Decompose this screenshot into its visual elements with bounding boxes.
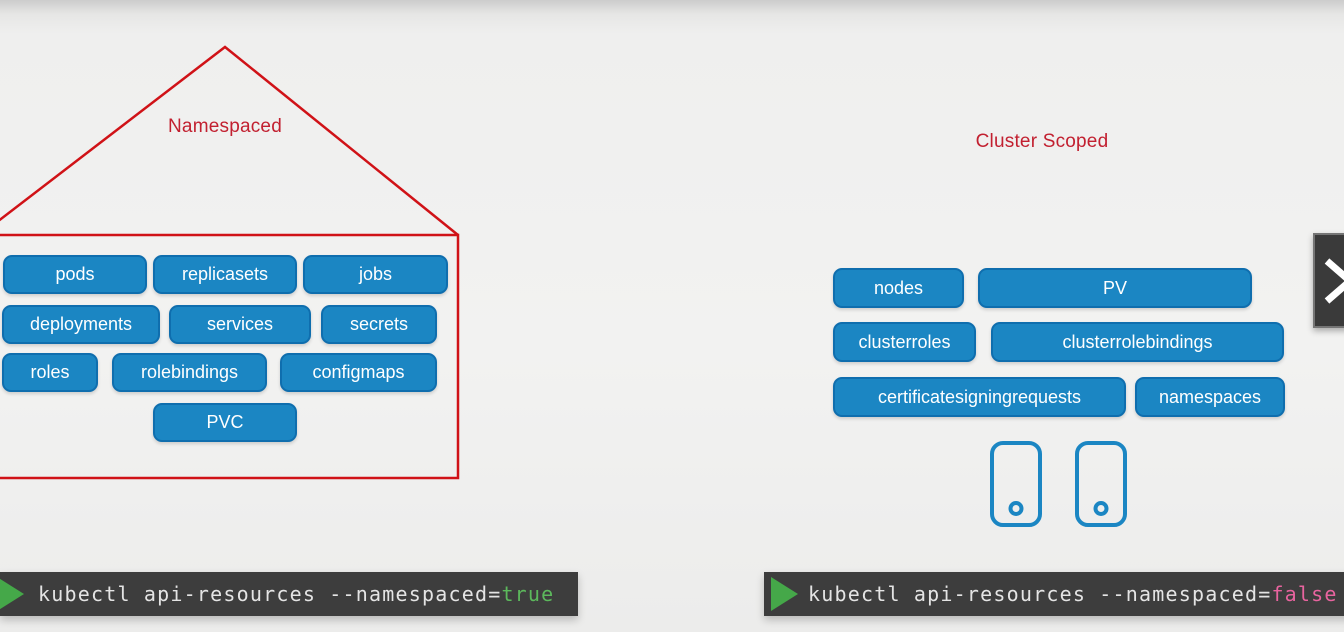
cluster-scoped-title: Cluster Scoped [975,131,1109,152]
resource-pill-secrets: secrets [321,305,437,344]
play-triangle-icon [771,577,798,611]
resource-pill-clusterroles: clusterroles [833,322,976,362]
resource-pill-nodes: nodes [833,268,964,308]
resource-pill-replicasets: replicasets [153,255,297,294]
command-text: kubectl api-resources --namespaced=true [38,572,554,616]
phone-button-dot-icon [1008,501,1024,516]
resource-pill-pvc: PVC [153,403,297,442]
resource-pill-pods: pods [3,255,147,294]
flag-value-true: true [501,582,555,606]
resource-pill-certificatesigningrequests: certificatesigningrequests [833,377,1126,417]
namespaced-house-outline [0,45,460,480]
resource-pill-deployments: deployments [2,305,160,344]
terminal-command-namespaced: kubectl api-resources --namespaced=true [0,572,578,616]
next-slide-button[interactable] [1313,233,1344,328]
phone-icon [990,441,1042,527]
resource-pill-clusterrolebindings: clusterrolebindings [991,322,1284,362]
command-text: kubectl api-resources --namespaced=false [808,572,1338,616]
house-roof-line [0,45,459,236]
resource-pill-roles: roles [2,353,98,392]
phone-button-dot-icon [1093,501,1109,516]
resource-pill-namespaces: namespaces [1135,377,1285,417]
command-prefix: kubectl api-resources --namespaced= [38,582,502,606]
house-body-rect [0,233,460,480]
play-triangle-icon [0,577,24,611]
resource-pill-pv: PV [978,268,1252,308]
chevron-right-icon [1324,258,1344,304]
resource-pill-services: services [169,305,311,344]
resource-pill-jobs: jobs [303,255,448,294]
phone-icon [1075,441,1127,527]
terminal-command-cluster: kubectl api-resources --namespaced=false [764,572,1344,616]
namespaced-title: Namespaced [168,116,282,137]
resource-pill-rolebindings: rolebindings [112,353,267,392]
command-prefix: kubectl api-resources --namespaced= [808,582,1272,606]
flag-value-false: false [1271,582,1338,606]
resource-pill-configmaps: configmaps [280,353,437,392]
